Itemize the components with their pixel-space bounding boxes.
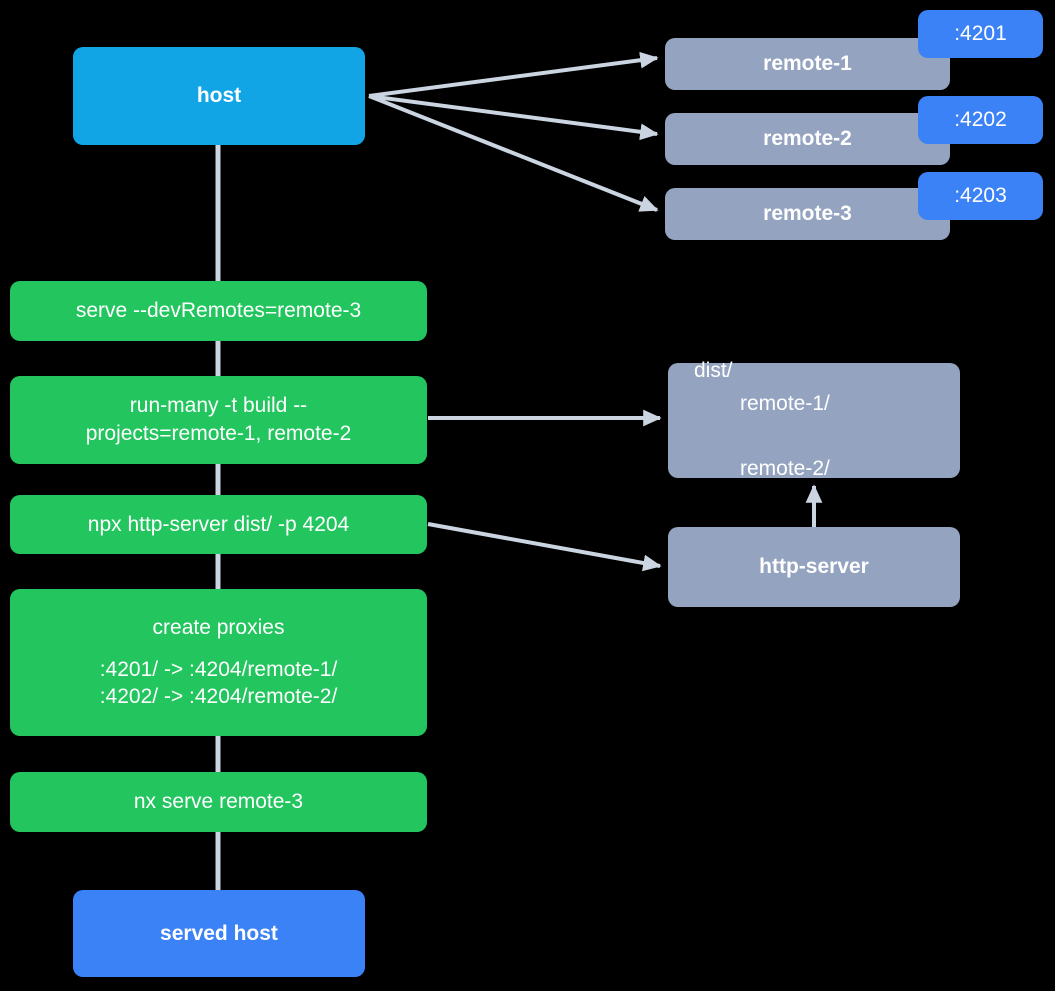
node-remote-1[interactable]: remote-1	[665, 38, 950, 90]
port-badge-remote-1-label: :4201	[954, 22, 1007, 45]
node-remote-1-label: remote-1	[763, 52, 852, 76]
port-badge-remote-3[interactable]: :4203	[918, 172, 1043, 220]
edge-host-to-remote-2	[368, 94, 659, 141]
node-command-nx-serve[interactable]: nx serve remote-3	[10, 772, 427, 832]
dist-child-remote-1: remote-1/	[740, 391, 830, 415]
node-http-server[interactable]: http-server	[668, 527, 960, 607]
edge-http-server-cmd-to-http-server	[427, 522, 662, 572]
node-command-npx-http-server-label: npx http-server dist/ -p 4204	[87, 512, 350, 536]
node-command-create-proxies-line-2: :4202/ -> :4204/remote-2/	[99, 685, 338, 709]
node-served-host-label: served host	[160, 921, 278, 945]
port-badge-remote-2[interactable]: :4202	[918, 96, 1043, 144]
dist-tree: dist/ remote-1/ remote-2/	[668, 323, 830, 518]
dist-root-label: dist/	[694, 359, 733, 383]
node-command-run-many[interactable]: run-many -t build -- projects=remote-1, …	[10, 376, 427, 464]
node-host-label: host	[196, 84, 242, 108]
node-remote-2-label: remote-2	[763, 127, 852, 151]
edge-host-to-remote-3	[368, 94, 659, 212]
node-command-serve[interactable]: serve --devRemotes=remote-3	[10, 281, 427, 341]
node-remote-3[interactable]: remote-3	[665, 188, 950, 240]
node-command-nx-serve-label: nx serve remote-3	[133, 790, 304, 814]
node-command-create-proxies-title: create proxies	[152, 615, 285, 639]
node-command-create-proxies[interactable]: create proxies :4201/ -> :4204/remote-1/…	[10, 589, 427, 736]
node-dist-folder[interactable]: dist/ remote-1/ remote-2/	[668, 359, 960, 480]
node-http-server-label: http-server	[759, 555, 869, 579]
port-badge-remote-3-label: :4203	[954, 184, 1007, 207]
node-command-run-many-label: run-many -t build -- projects=remote-1, …	[85, 394, 352, 445]
edge-host-to-remote-1	[368, 51, 659, 98]
node-remote-2[interactable]: remote-2	[665, 113, 950, 165]
node-command-create-proxies-line-1: :4201/ -> :4204/remote-1/	[99, 657, 338, 681]
node-command-serve-label: serve --devRemotes=remote-3	[75, 299, 362, 323]
node-remote-3-label: remote-3	[763, 202, 852, 226]
node-host[interactable]: host	[73, 47, 365, 145]
node-served-host[interactable]: served host	[73, 890, 365, 977]
port-badge-remote-2-label: :4202	[954, 108, 1007, 131]
port-badge-remote-1[interactable]: :4201	[918, 10, 1043, 58]
dist-child-remote-2: remote-2/	[740, 457, 830, 481]
node-command-npx-http-server[interactable]: npx http-server dist/ -p 4204	[10, 495, 427, 554]
